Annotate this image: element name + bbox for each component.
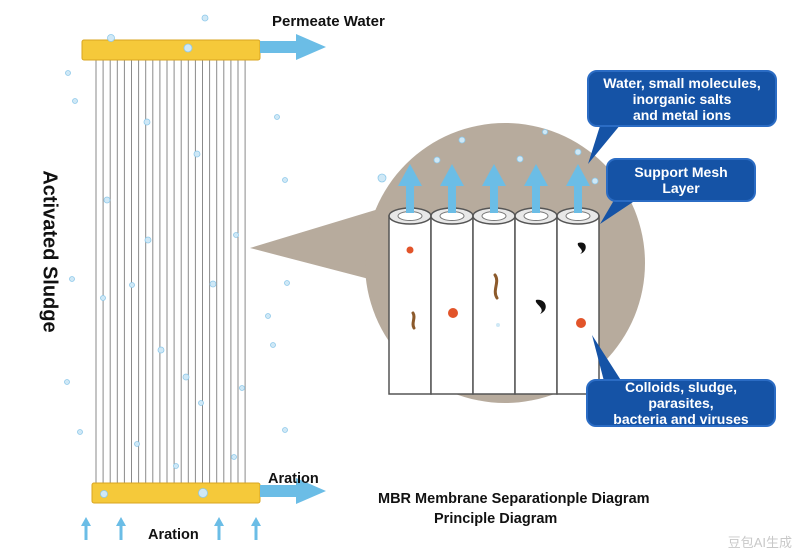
membrane-tube <box>430 215 474 395</box>
bubble-icon <box>77 429 83 435</box>
bubbles <box>64 14 599 498</box>
bubble-icon <box>100 490 108 498</box>
callout-pointer <box>592 335 622 385</box>
membrane-tube <box>514 215 558 395</box>
callout-support-text: Support Mesh Layer <box>634 164 728 196</box>
bubble-icon <box>591 177 599 185</box>
membrane-tube <box>472 215 516 395</box>
aration-inlet-label: Aration <box>148 527 199 543</box>
bubble-icon <box>193 150 201 158</box>
bubble-icon <box>182 373 190 381</box>
up-arrow-icon <box>214 517 224 526</box>
bubble-icon <box>282 177 288 183</box>
bubble-icon <box>274 114 280 120</box>
bubble-icon <box>157 346 165 354</box>
particle-icon <box>496 323 500 327</box>
bubble-icon <box>458 136 466 144</box>
up-arrow-icon <box>524 164 548 186</box>
permeate-arrow-icon <box>260 34 326 60</box>
up-arrow-icon <box>251 517 261 526</box>
bubble-icon <box>377 173 387 183</box>
up-arrow-icon <box>574 183 582 213</box>
callout-rejected-substances: Colloids, sludge, parasites, bacteria an… <box>586 379 776 427</box>
membrane-tube <box>556 215 600 395</box>
up-arrow-icon <box>566 164 590 186</box>
bubble-icon <box>64 379 70 385</box>
bubble-icon <box>231 454 237 460</box>
bubble-icon <box>282 427 288 433</box>
bubble-icon <box>143 118 151 126</box>
callout-support-mesh: Support Mesh Layer <box>606 158 756 202</box>
particles <box>406 242 586 330</box>
up-arrow-icon <box>448 183 456 213</box>
bubble-icon <box>173 463 179 469</box>
bubble-icon <box>65 70 71 76</box>
watermark: 豆包AI生成 <box>727 535 792 550</box>
membrane-tube <box>388 215 432 395</box>
diagram-title-line2: Principle Diagram <box>434 511 558 527</box>
callout-permeate-text: Water, small molecules, inorganic salts … <box>603 74 761 123</box>
bubble-icon <box>265 313 271 319</box>
up-arrow-icon <box>398 164 422 186</box>
bubble-icon <box>198 488 208 498</box>
bubble-icon <box>516 155 524 163</box>
bubble-icon <box>270 342 276 348</box>
membrane-tubes <box>388 164 600 395</box>
bubble-icon <box>239 385 245 391</box>
up-arrow-icon <box>532 183 540 213</box>
particle-icon <box>406 246 414 254</box>
particle-icon <box>493 273 499 300</box>
bubble-icon <box>284 280 290 286</box>
bubble-icon <box>183 43 193 53</box>
bubble-icon <box>129 282 135 288</box>
bubble-icon <box>201 14 209 22</box>
up-arrow-icon <box>116 517 126 526</box>
diagram-title-line1: MBR Membrane Separationple Diagram <box>378 491 650 507</box>
particle-icon <box>576 318 586 328</box>
callout-permeate-substances: Water, small molecules, inorganic salts … <box>587 70 777 127</box>
particle-icon <box>577 242 586 254</box>
zoom-pointer <box>250 205 392 285</box>
up-arrow-icon <box>440 164 464 186</box>
bottom-header-bar <box>91 482 261 504</box>
bubble-icon <box>107 34 115 42</box>
up-arrow-icon <box>482 164 506 186</box>
up-arrow-icon <box>81 517 91 526</box>
aeration-arrows <box>81 517 261 540</box>
particle-icon <box>535 299 546 314</box>
bubble-icon <box>209 280 217 288</box>
particle-icon <box>448 308 458 318</box>
top-header-bar <box>81 39 261 61</box>
bubble-icon <box>134 441 140 447</box>
up-arrow-icon <box>406 183 414 213</box>
particle-icon <box>411 311 416 330</box>
aration-outlet-arrow-icon <box>260 478 326 504</box>
up-arrow-icon <box>490 183 498 213</box>
bubble-icon <box>198 400 204 406</box>
permeate-water-label: Permeate Water <box>272 13 385 30</box>
membrane-fibers <box>95 60 246 483</box>
bubble-icon <box>574 148 582 156</box>
bubble-icon <box>69 276 75 282</box>
bubble-icon <box>433 156 441 164</box>
callout-rejected-text: Colloids, sludge, parasites, bacteria an… <box>613 379 749 427</box>
bubble-icon <box>72 98 78 104</box>
bubble-icon <box>542 129 548 135</box>
bubble-icon <box>233 232 239 238</box>
activated-sludge-label: Activated Sludge <box>38 170 61 333</box>
bubble-icon <box>144 236 152 244</box>
bubble-icon <box>103 196 111 204</box>
aration-outlet-label: Aration <box>268 471 319 487</box>
bubble-icon <box>100 295 106 301</box>
